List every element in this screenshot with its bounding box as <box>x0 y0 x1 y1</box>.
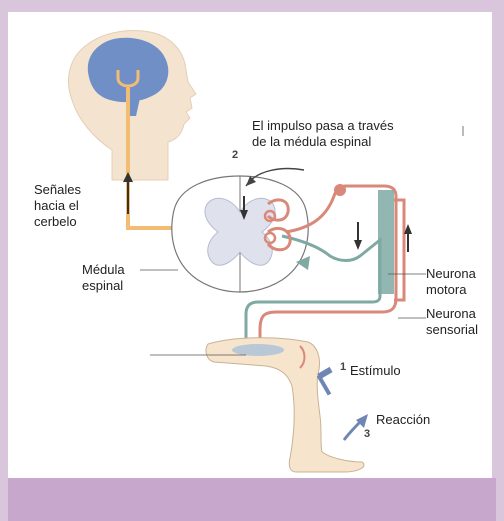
signals-label: Señales hacia el cerbelo <box>34 182 81 230</box>
motor-neuron-label: Neurona motora <box>426 266 476 298</box>
step-number-one: 1 <box>340 361 346 373</box>
ganglion-cell <box>334 184 346 196</box>
sensory-neuron-label: Neurona sensorial <box>426 306 478 338</box>
bottom-band <box>8 478 496 521</box>
reaction-label: Reacción <box>376 412 430 428</box>
step-number-two: 2 <box>232 149 238 161</box>
thigh-muscle <box>232 344 284 356</box>
nerve-bundle <box>378 190 394 294</box>
step-number-three: 3 <box>364 428 370 440</box>
medulla-label: Médula espinal <box>82 262 125 294</box>
impulse-label: El impulso pasa a través de la médula es… <box>252 118 394 150</box>
stimulus-label: Estímulo <box>350 363 401 379</box>
